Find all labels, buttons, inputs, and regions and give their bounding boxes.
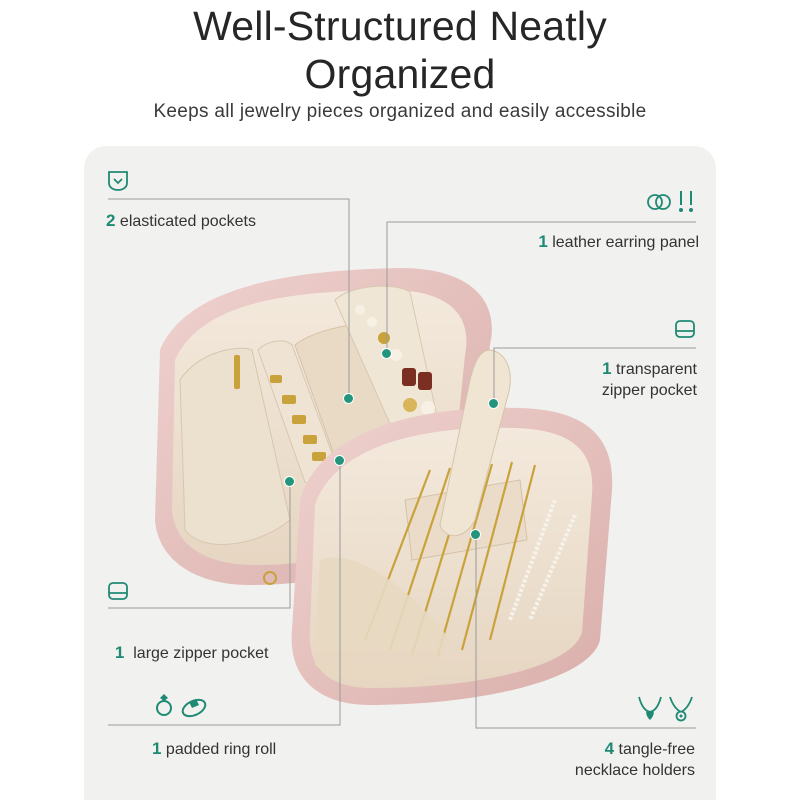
feature-text: padded ring roll: [161, 741, 277, 758]
pocket-icon: [108, 171, 128, 191]
title-line-1: Well-Structured Neatly: [193, 3, 607, 49]
callout-lines: [108, 198, 696, 729]
feature-count: 1: [114, 643, 125, 662]
feature-count: 1: [538, 232, 548, 251]
feature-text: leather earring panel: [547, 234, 699, 251]
callout-dot-necklace-holders: [470, 529, 481, 540]
feature-count: 1: [602, 359, 612, 378]
feature-count: 1: [152, 739, 162, 758]
feature-elastic-pockets: 2 elasticated pockets: [106, 210, 256, 232]
feature-large-pocket: 1 large zipper pocket: [106, 621, 269, 664]
feature-necklace-holders: 4 tangle-free necklace holders: [575, 738, 695, 781]
feature-text-line-2: zipper pocket: [601, 382, 697, 399]
callout-dot-ring-roll: [334, 455, 345, 466]
callout-dot-earring-panel: [381, 348, 392, 359]
ring-icon: [156, 694, 207, 718]
case-bottom: [263, 349, 613, 705]
feature-count: 2: [106, 211, 116, 230]
zipper-pocket-icon: [108, 582, 128, 600]
zipper-pocket-icon: [675, 320, 695, 338]
necklace-icon: [638, 696, 693, 722]
feature-transparent-pocket: 1 transparent zipper pocket: [602, 358, 697, 401]
feature-earring-panel: 1 leather earring panel: [538, 231, 699, 253]
feature-text: large zipper pocket: [124, 645, 269, 662]
earring-icon: [647, 191, 693, 212]
page-subtitle: Keeps all jewelry pieces organized and e…: [153, 101, 647, 122]
callout-dot-transparent-pocket: [488, 398, 499, 409]
callout-dot-large-pocket: [284, 476, 295, 487]
feature-text: elasticated pockets: [115, 213, 256, 230]
feature-text-line-1: tangle-free: [614, 741, 696, 758]
feature-text-line-1: transparent: [611, 361, 697, 378]
title-line-2: Organized: [304, 51, 496, 97]
page-title: Well-Structured Neatly Organized: [0, 0, 800, 98]
callout-dot-elastic-pockets: [343, 393, 354, 404]
feature-ring-roll: 1 padded ring roll: [152, 738, 276, 760]
feature-text-line-2: necklace holders: [574, 762, 695, 779]
feature-count: 4: [604, 739, 615, 758]
